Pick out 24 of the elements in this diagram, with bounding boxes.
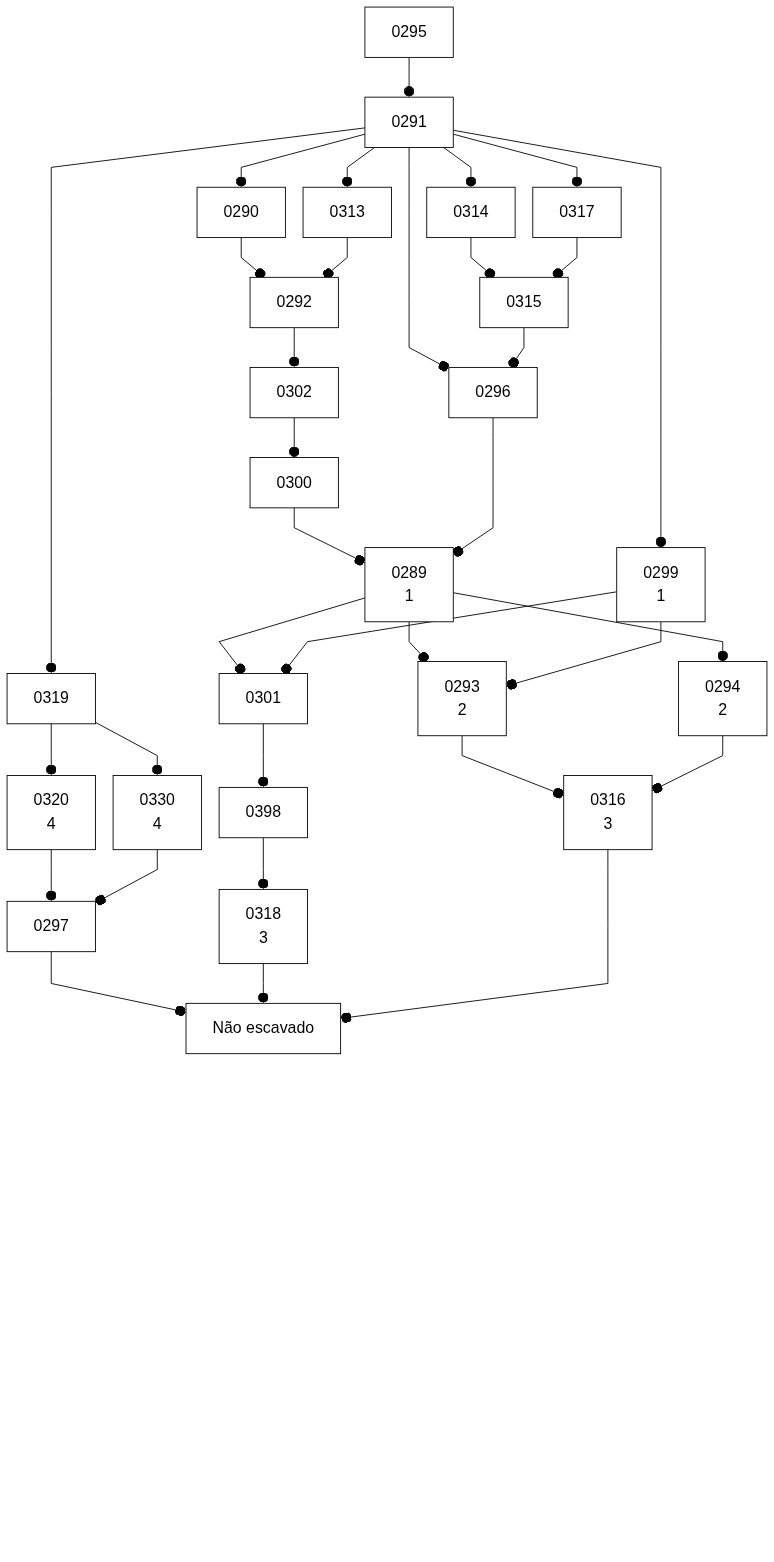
node-box: 0302	[249, 367, 339, 419]
node-box: 0294 2	[678, 661, 768, 737]
node-box: 0398	[218, 786, 308, 839]
node-box: 0291	[364, 96, 454, 148]
node-box: 0316 3	[563, 775, 653, 851]
node-box: 0292	[249, 276, 339, 329]
node-box: 0313	[302, 186, 392, 239]
node-box: 0318 3	[218, 888, 308, 965]
node-box: 0289 1	[364, 547, 454, 623]
node-box: 0301	[218, 673, 308, 725]
node-box: Não escavado	[185, 1002, 342, 1055]
node-box: 0299 1	[616, 547, 706, 623]
node-box: 0297	[6, 900, 96, 953]
node-box: 0296	[448, 367, 538, 419]
node-box: 0317	[532, 186, 622, 239]
node-box: 0315	[479, 276, 569, 329]
node-box: 0295	[364, 6, 454, 58]
node-box: 0293 2	[417, 661, 507, 737]
node-box: 0330 4	[112, 775, 202, 851]
node-box: 0319	[6, 673, 96, 725]
node-box: 0290	[196, 186, 286, 239]
node-box: 0320 4	[6, 775, 96, 851]
node-box: 0300	[249, 457, 339, 509]
node-box: 0314	[426, 186, 516, 239]
